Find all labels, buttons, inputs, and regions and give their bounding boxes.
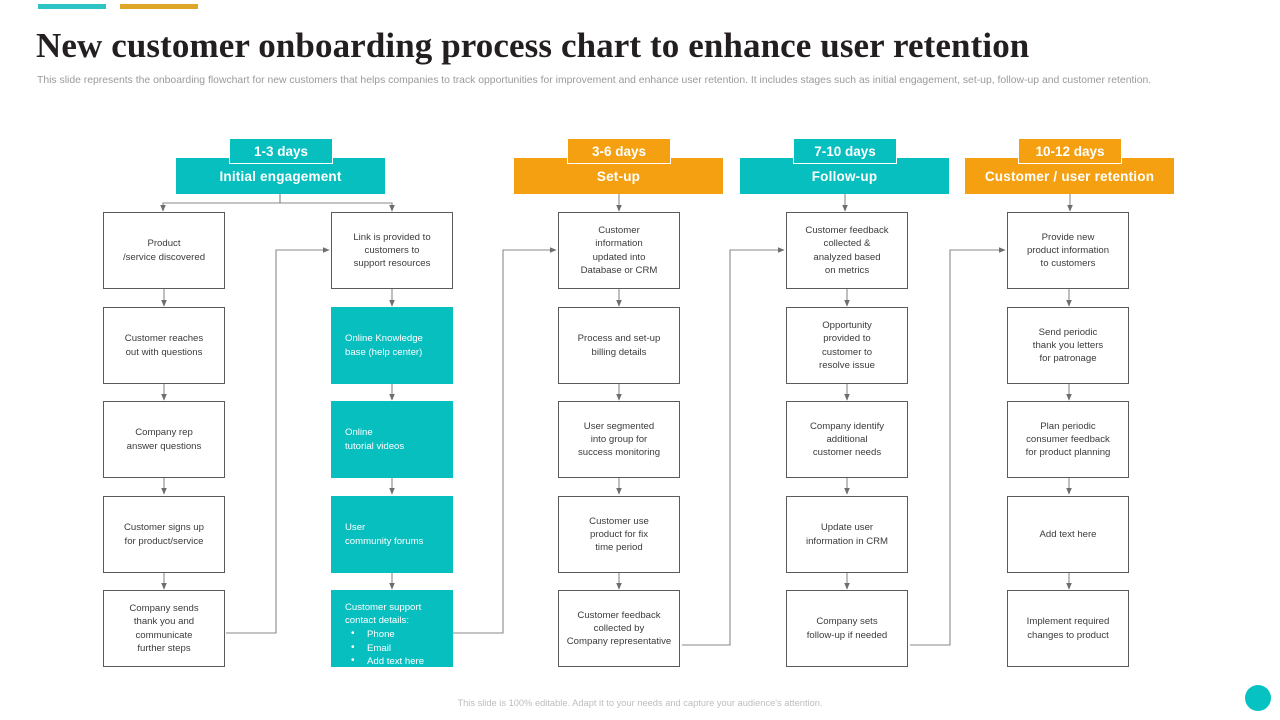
stage-label-customer-user-retention: Customer / user retention bbox=[984, 168, 1155, 184]
accent-bar-gold bbox=[120, 4, 198, 9]
page-subtitle: This slide represents the onboarding flo… bbox=[37, 75, 1152, 86]
node-send-periodic-thank-you[interactable]: Send periodic thank you letters for patr… bbox=[1007, 307, 1129, 384]
stage-header-customer-user-retention[interactable]: Customer / user retention bbox=[965, 158, 1174, 194]
node-user-community-forums[interactable]: User community forums bbox=[331, 496, 453, 573]
node-opportunity-resolve-issue[interactable]: Opportunity provided to customer to reso… bbox=[786, 307, 908, 384]
stage-badge-customer-user-retention[interactable]: 10-12 days bbox=[1018, 138, 1122, 164]
support-contact-item-email: Email bbox=[345, 641, 424, 655]
node-company-rep-answers[interactable]: Company rep answer questions bbox=[103, 401, 225, 478]
node-company-identify-needs[interactable]: Company identify additional customer nee… bbox=[786, 401, 908, 478]
node-process-setup-billing[interactable]: Process and set-up billing details bbox=[558, 307, 680, 384]
node-feedback-collected-analyzed[interactable]: Customer feedback collected & analyzed b… bbox=[786, 212, 908, 289]
stage-badge-label-set-up: 3-6 days bbox=[591, 143, 647, 159]
node-customer-reaches-out[interactable]: Customer reaches out with questions bbox=[103, 307, 225, 384]
accent-bar-teal bbox=[38, 4, 106, 9]
node-product-service-discovered[interactable]: Product /service discovered bbox=[103, 212, 225, 289]
support-contact-heading: Customer support contact details: bbox=[345, 602, 422, 627]
page-title: New customer onboarding process chart to… bbox=[36, 26, 1030, 65]
node-company-sets-follow-up[interactable]: Company sets follow-up if needed bbox=[786, 590, 908, 667]
node-feedback-collected-by-rep[interactable]: Customer feedback collected by Company r… bbox=[558, 590, 680, 667]
node-customer-info-updated-crm[interactable]: Customer information updated into Databa… bbox=[558, 212, 680, 289]
node-implement-required-changes[interactable]: Implement required changes to product bbox=[1007, 590, 1129, 667]
node-online-knowledge-base[interactable]: Online Knowledge base (help center) bbox=[331, 307, 453, 384]
stage-badge-follow-up[interactable]: 7-10 days bbox=[793, 138, 897, 164]
node-add-text-here[interactable]: Add text here bbox=[1007, 496, 1129, 573]
node-update-user-info-crm[interactable]: Update user information in CRM bbox=[786, 496, 908, 573]
node-customer-signs-up[interactable]: Customer signs up for product/service bbox=[103, 496, 225, 573]
stage-label-follow-up: Follow-up bbox=[811, 168, 878, 184]
stage-label-set-up: Set-up bbox=[596, 168, 641, 184]
node-online-tutorial-videos[interactable]: Online tutorial videos bbox=[331, 401, 453, 478]
footer-note: This slide is 100% editable. Adapt it to… bbox=[457, 698, 823, 708]
node-provide-new-product-info[interactable]: Provide new product information to custo… bbox=[1007, 212, 1129, 289]
stage-badge-label-customer-user-retention: 10-12 days bbox=[1035, 143, 1105, 159]
stage-header-follow-up[interactable]: Follow-up bbox=[740, 158, 949, 194]
corner-dot-icon bbox=[1245, 685, 1271, 711]
node-customer-use-product[interactable]: Customer use product for fix time period bbox=[558, 496, 680, 573]
stage-badge-label-initial-engagement: 1-3 days bbox=[253, 143, 309, 159]
stage-badge-set-up[interactable]: 3-6 days bbox=[567, 138, 671, 164]
node-customer-support-contact-details[interactable]: Customer support contact details: Phone … bbox=[331, 590, 453, 668]
top-accent-bars bbox=[38, 4, 198, 9]
stage-badge-label-follow-up: 7-10 days bbox=[814, 143, 876, 159]
node-company-sends-thank-you[interactable]: Company sends thank you and communicate … bbox=[103, 590, 225, 667]
stage-header-initial-engagement[interactable]: Initial engagement bbox=[176, 158, 385, 194]
stage-label-initial-engagement: Initial engagement bbox=[219, 168, 342, 184]
stage-header-set-up[interactable]: Set-up bbox=[514, 158, 723, 194]
node-link-provided-support[interactable]: Link is provided to customers to support… bbox=[331, 212, 453, 289]
stage-badge-initial-engagement[interactable]: 1-3 days bbox=[229, 138, 333, 164]
node-plan-periodic-consumer-feedback[interactable]: Plan periodic consumer feedback for prod… bbox=[1007, 401, 1129, 478]
support-contact-item-add-text: Add text here bbox=[345, 654, 424, 668]
node-user-segmented-group[interactable]: User segmented into group for success mo… bbox=[558, 401, 680, 478]
support-contact-item-phone: Phone bbox=[345, 627, 424, 641]
